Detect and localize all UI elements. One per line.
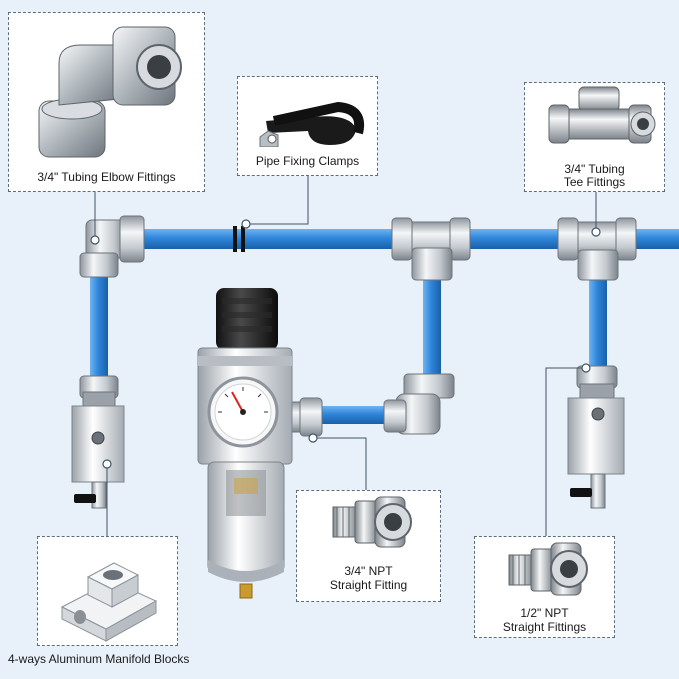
- callout-tee-fittings: 3/4" Tubing Tee Fittings: [524, 82, 665, 192]
- callout-pipe-clamps: Pipe Fixing Clamps: [237, 76, 378, 176]
- tee-fitting-middle: [391, 217, 471, 281]
- npt-12-label-line1: 1/2" NPT: [520, 606, 569, 620]
- callout-npt-34-fitting: 3/4" NPT Straight Fitting: [296, 490, 441, 602]
- middle-drop-pipe: [423, 262, 441, 380]
- right-drop-pipe: [589, 266, 607, 370]
- callout-dots: [90, 219, 601, 469]
- elbow-fittings-label: 3/4" Tubing Elbow Fittings: [37, 170, 176, 184]
- callout-manifold-blocks: [37, 536, 178, 646]
- npt-34-label-line1: 3/4" NPT: [344, 564, 393, 578]
- tee-fitting-right: [557, 217, 637, 281]
- callout-leaders: [94, 176, 597, 536]
- tee-fittings-label-line1: 3/4" Tubing: [564, 162, 625, 176]
- pipe-clamp-ring: [233, 226, 245, 252]
- elbow-fitting-lower: [383, 373, 455, 435]
- right-manifold-assembly: [567, 365, 625, 509]
- callout-npt-12-fittings: 1/2" NPT Straight Fittings: [474, 536, 615, 638]
- straight-fitting-icon: [332, 496, 412, 548]
- npt-12-label-line2: Straight Fittings: [502, 620, 587, 634]
- manifold-blocks-label: 4-ways Aluminum Manifold Blocks: [8, 652, 190, 666]
- callout-elbow-fittings: 3/4" Tubing Elbow Fittings: [8, 12, 205, 192]
- filter-regulator: [197, 288, 293, 599]
- elbow-fitting-icon: [38, 26, 182, 158]
- npt-34-label-line2: Straight Fitting: [329, 578, 408, 592]
- left-manifold-assembly: [71, 375, 125, 509]
- pipe-clamps-label: Pipe Fixing Clamps: [255, 154, 360, 168]
- straight-fitting-icon: [508, 542, 588, 596]
- tee-fitting-icon: [548, 86, 656, 144]
- regulator-outlet-fitting: [289, 397, 323, 437]
- elbow-fitting-left: [79, 215, 145, 278]
- left-drop-pipe: [90, 270, 108, 382]
- tee-fittings-label-line2: Tee Fittings: [563, 175, 626, 189]
- pipe-clamp-icon: [259, 101, 364, 147]
- manifold-block-icon: [60, 562, 158, 642]
